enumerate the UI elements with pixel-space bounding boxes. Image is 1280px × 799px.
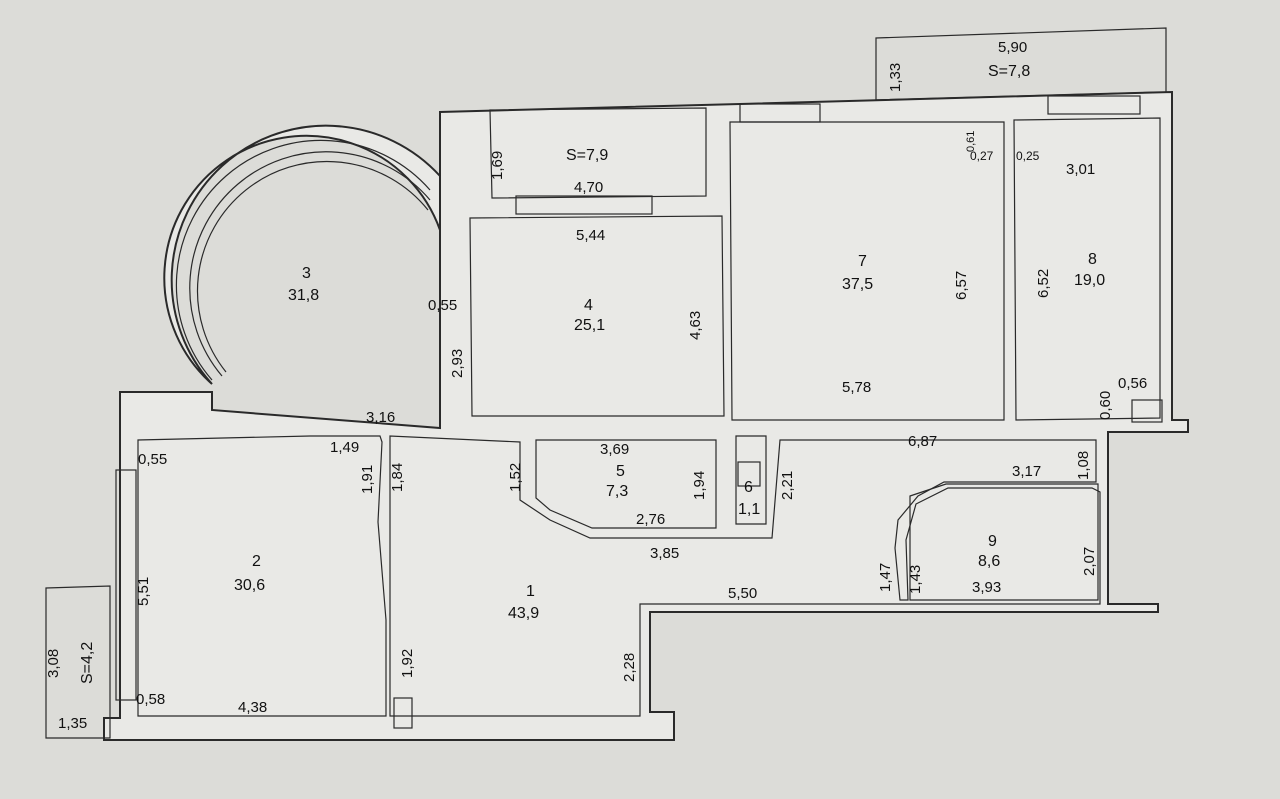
room-5-area: 7,3	[606, 483, 628, 500]
room-1-number: 1	[526, 583, 535, 600]
dim-label: 1,92	[399, 649, 416, 678]
dim-label: 1,49	[330, 439, 359, 456]
room-5-number: 5	[616, 463, 625, 480]
dim-label: 0,25	[1016, 149, 1040, 163]
dim-label: 3,85	[650, 545, 679, 562]
dim-label: 0,55	[138, 451, 167, 468]
dim-label: 1,94	[691, 471, 708, 500]
room-9-number: 9	[988, 533, 997, 550]
room-2-number: 2	[252, 553, 261, 570]
balcony-top-area: S=7,9	[566, 147, 608, 164]
room-7-area: 37,5	[842, 276, 873, 293]
room-4-number: 4	[584, 297, 593, 314]
room-2-area: 30,6	[234, 577, 265, 594]
dim-label: 0,55	[428, 297, 457, 314]
dim-label: 1,08	[1075, 451, 1092, 480]
room-3-number: 3	[302, 265, 311, 282]
dim-label: 1,33	[887, 63, 904, 92]
dim-label: 3,93	[972, 579, 1001, 596]
dim-label: 1,69	[489, 151, 506, 180]
dim-label: 6,52	[1035, 269, 1052, 298]
dim-label: 3,17	[1012, 463, 1041, 480]
dim-label: 3,01	[1066, 161, 1095, 178]
room-6-number: 6	[744, 479, 753, 496]
dim-label: 3,69	[600, 441, 629, 458]
dim-label: 2,93	[449, 349, 466, 378]
dim-label: 5,44	[576, 227, 605, 244]
room-labels: 3 31,8 4 25,1 7 37,5 8 19,0 5 7,3 6 1,1 …	[79, 63, 1105, 684]
dim-label: 4,70	[574, 179, 603, 196]
dim-label: 6,57	[953, 271, 970, 300]
room-7-number: 7	[858, 253, 867, 270]
dim-label: 2,76	[636, 511, 665, 528]
dim-label: 1,35	[58, 715, 87, 732]
dim-label: 1,52	[507, 463, 524, 492]
balcony-left-area: S=4,2	[79, 642, 96, 684]
dim-label: 0,27	[970, 149, 994, 163]
room-8-area: 19,0	[1074, 272, 1105, 289]
dim-label: 6,87	[908, 433, 937, 450]
dim-label: 0,60	[1097, 391, 1114, 420]
dim-label: 3,16	[366, 409, 395, 426]
dim-label: 5,90	[998, 39, 1027, 56]
dim-label: 0,61	[965, 131, 977, 152]
dim-label: 1,43	[907, 565, 924, 594]
room-4-area: 25,1	[574, 317, 605, 334]
walls	[45, 27, 1189, 741]
dim-label: 3,08	[45, 649, 62, 678]
room-3-area: 31,8	[288, 287, 319, 304]
dim-label: 5,50	[728, 585, 757, 602]
dim-label: 4,38	[238, 699, 267, 716]
dim-label: 1,84	[389, 463, 406, 492]
dim-label: 2,07	[1081, 547, 1098, 576]
room-6-area: 1,1	[738, 501, 760, 518]
dim-label: 5,78	[842, 379, 871, 396]
dim-label: 2,28	[621, 653, 638, 682]
dim-label: 1,47	[877, 563, 894, 592]
dim-label: 0,58	[136, 691, 165, 708]
dim-label: 1,91	[359, 465, 376, 494]
dim-label: 4,63	[687, 311, 704, 340]
balcony-top-right-area: S=7,8	[988, 63, 1030, 80]
dim-label: 0,56	[1118, 375, 1147, 392]
room-1-area: 43,9	[508, 605, 539, 622]
dim-label: 2,21	[779, 471, 796, 500]
room-8-number: 8	[1088, 251, 1097, 268]
room-9-area: 8,6	[978, 553, 1000, 570]
dimension-labels: 5,90 1,33 4,70 1,69 5,44 4,63 0,55 2,93 …	[45, 39, 1147, 732]
dim-label: 5,51	[135, 577, 152, 606]
